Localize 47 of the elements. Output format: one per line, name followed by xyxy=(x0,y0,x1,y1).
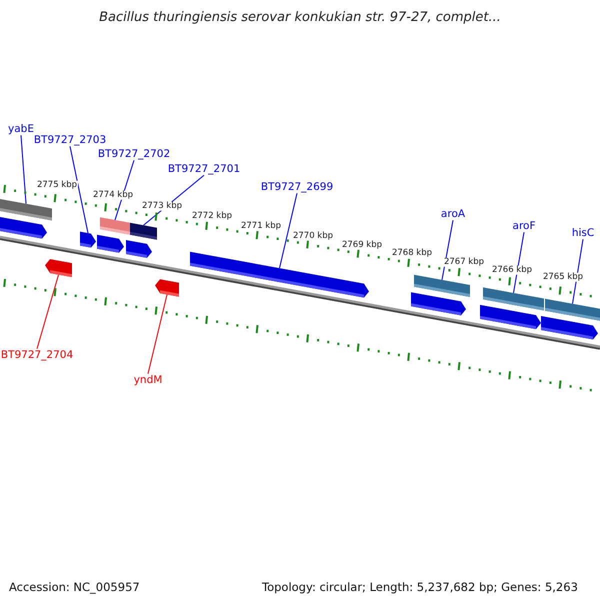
gene-label: BT9727_2704 xyxy=(0,350,74,360)
gene-label: BT9727_2701 xyxy=(168,164,240,174)
gene-label: BT9727_2699 xyxy=(260,182,334,192)
footer-info: Topology: circular; Length: 5,237,682 bp; Genes: 5,263 xyxy=(262,582,578,594)
gene-bar xyxy=(130,222,157,240)
footer-info: Accession: NC_005957 xyxy=(9,582,140,594)
gene-block xyxy=(97,234,124,253)
scale-label: 2772 kbp xyxy=(190,212,234,220)
leader-line xyxy=(114,160,134,221)
leader-line xyxy=(513,232,524,294)
gene-block xyxy=(411,292,466,316)
scale-label: 2767 kbp xyxy=(442,258,486,266)
leader-line xyxy=(20,134,26,204)
gene-label: aroA xyxy=(440,208,466,220)
gene-label: yabE xyxy=(8,124,34,134)
gene-label: aroF xyxy=(512,220,536,232)
gene-bar xyxy=(545,298,600,321)
gene-block xyxy=(80,232,96,248)
gene-bar xyxy=(414,274,470,297)
scale-label: 2774 kbp xyxy=(92,190,134,200)
gene-bar xyxy=(483,287,544,311)
scale-label: 2765 kbp xyxy=(542,272,584,282)
scale-label: 2773 kbp xyxy=(140,202,184,210)
leader-line xyxy=(148,294,168,374)
gene-block xyxy=(541,316,598,340)
leader-line xyxy=(70,146,88,234)
leader-line xyxy=(36,274,59,350)
gene-label: BT9727_2702 xyxy=(98,148,170,160)
gene-block xyxy=(126,240,152,258)
scale-label: 2766 kbp xyxy=(490,266,534,274)
gene-label: hisC xyxy=(572,228,594,238)
scale-label: 2771 kbp xyxy=(240,222,282,230)
gene-label: yndM xyxy=(134,374,162,386)
scale-label: 2769 kbp xyxy=(340,240,384,250)
leader-line xyxy=(279,192,298,269)
title: Bacillus thuringiensis serovar konkukian str. 97-27, complet... xyxy=(98,11,502,24)
scale-label: 2770 kbp xyxy=(292,232,334,240)
gene-block xyxy=(155,279,179,297)
gene-block xyxy=(0,216,47,239)
scale-label: 2768 kbp xyxy=(390,248,434,258)
gene-label: BT9727_2703 xyxy=(34,134,106,146)
gene-bar xyxy=(0,199,52,221)
gene-block xyxy=(45,259,72,278)
gene-block xyxy=(190,252,369,298)
scale-label: 2775 kbp xyxy=(36,180,78,190)
gene-block xyxy=(480,304,541,330)
gene-bar xyxy=(100,217,130,235)
